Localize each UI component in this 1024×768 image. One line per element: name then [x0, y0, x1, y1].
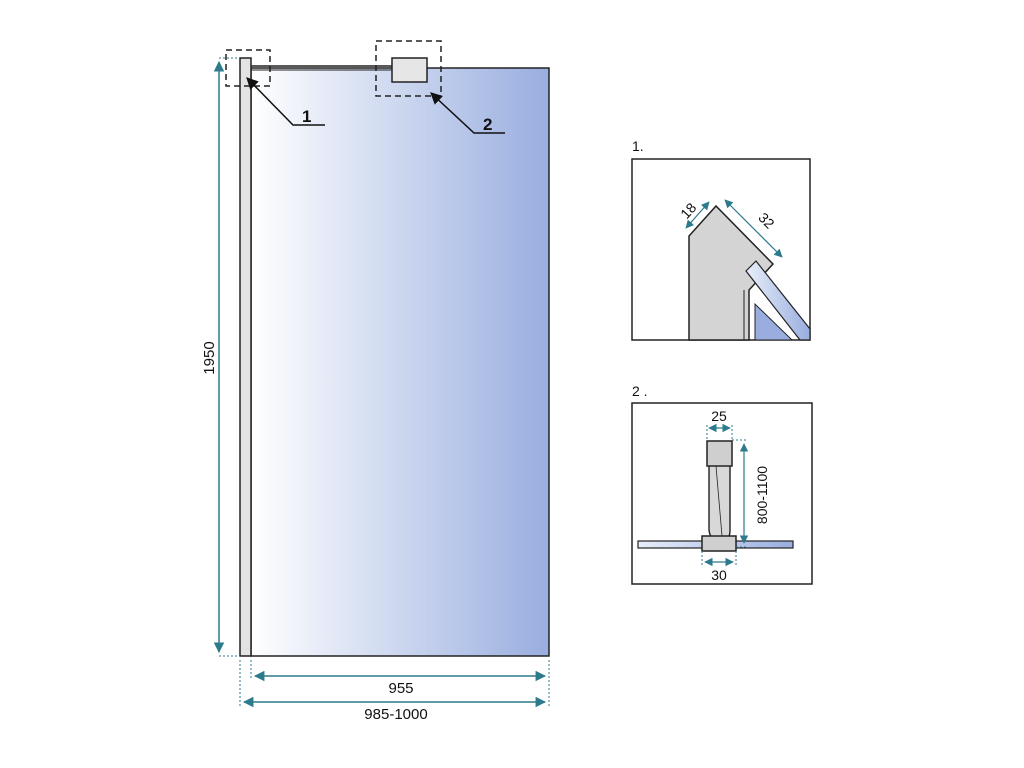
detail-2-wall-mount	[706, 440, 733, 467]
detail-1-thickness-line	[685, 201, 710, 229]
detail-2-bar-width-label: 25	[711, 408, 727, 424]
main-view: 1 2 1950 955 985-1000	[201, 40, 550, 723]
detail-2-clamp	[701, 535, 737, 552]
detail-1: 1. 18 32	[631, 138, 811, 341]
glass-panel	[250, 67, 550, 657]
detail-2-label: 2 .	[632, 383, 648, 399]
detail-1-glass	[745, 260, 811, 341]
stabilizer-clamp	[391, 57, 428, 83]
detail-1-profile	[688, 204, 775, 341]
detail-2-clamp-width-label: 30	[711, 567, 727, 583]
total-width-label: 985-1000	[364, 706, 427, 723]
detail-2-length-label: 800-1100	[754, 466, 770, 524]
detail-2-rod	[708, 464, 731, 539]
detail-1-depth-line	[724, 199, 783, 258]
leader-line-1	[246, 77, 325, 126]
callout-box-2	[375, 40, 442, 97]
glass-width-label: 955	[388, 680, 413, 697]
height-dimension-label: 1950	[201, 341, 218, 374]
leader-line-2	[430, 92, 505, 134]
detail-1-label: 1.	[632, 138, 644, 154]
detail-1-glass-lower	[754, 302, 794, 341]
wall-profile	[239, 57, 252, 657]
callout-label-1: 1	[302, 107, 311, 126]
detail-2: 2 . 25 800-1100 30	[631, 383, 813, 585]
callout-label-2: 2	[483, 115, 492, 134]
detail-2-rod-inner	[715, 465, 723, 537]
